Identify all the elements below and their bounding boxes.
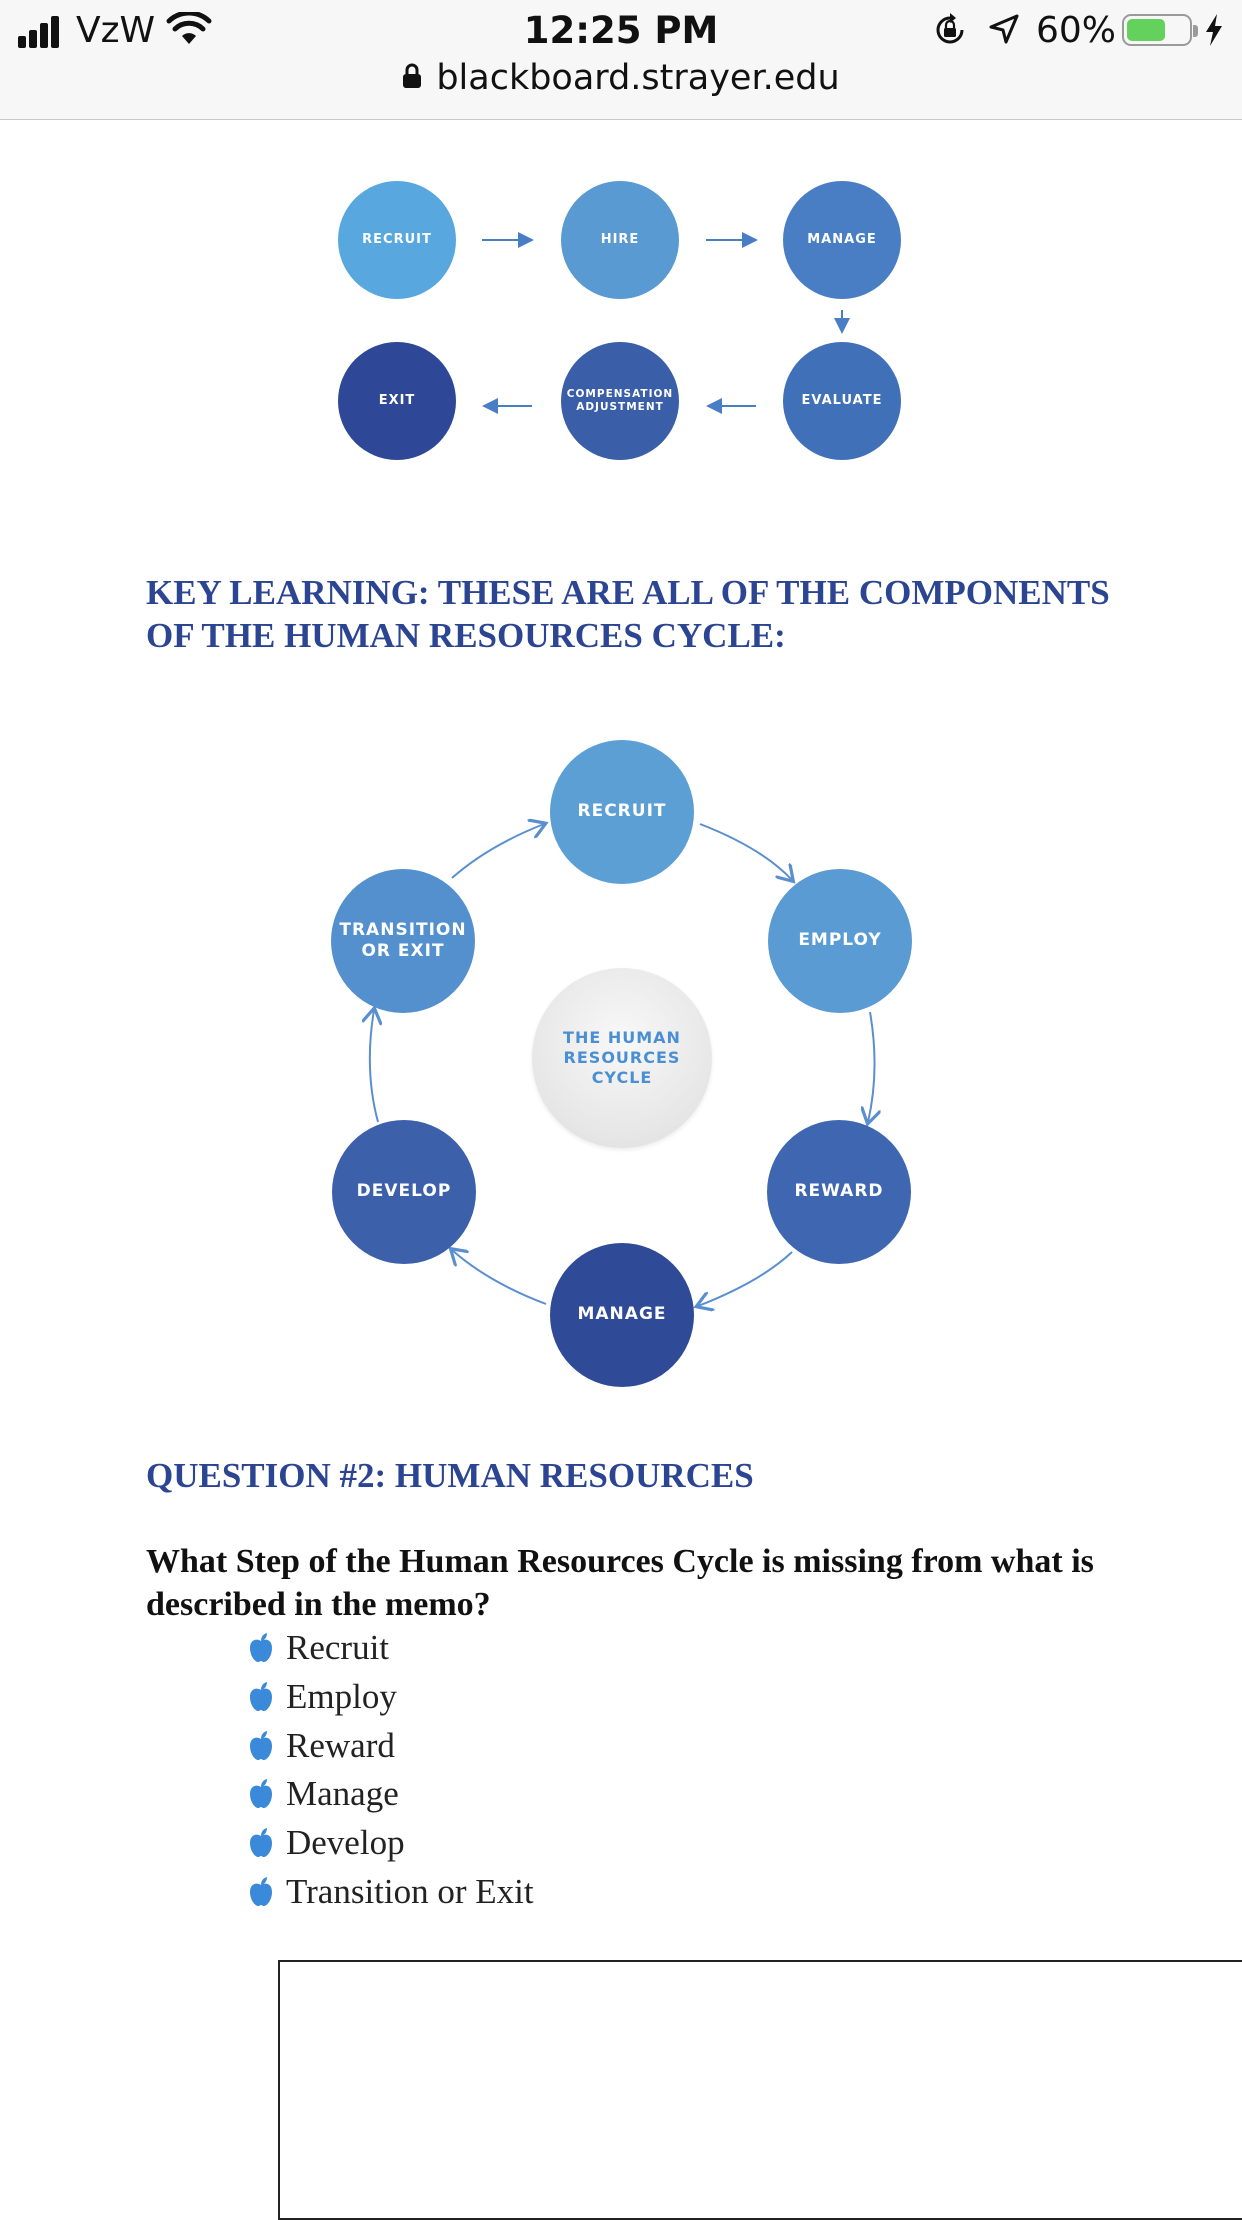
node-compensation-adjustment: COMPENSATION ADJUSTMENT (561, 342, 679, 460)
lock-icon (403, 63, 422, 88)
apple-bullet-icon (248, 1779, 286, 1809)
option-label: Develop (286, 1823, 405, 1863)
node-exit: EXIT (338, 342, 456, 460)
option-label: Transition or Exit (286, 1871, 534, 1911)
node-hire: HIRE (561, 181, 679, 299)
carrier-label: VzW (76, 10, 156, 51)
charging-bolt-icon (1206, 14, 1222, 46)
option-label: Manage (286, 1774, 399, 1814)
option-label: Employ (286, 1677, 397, 1717)
option-recruit[interactable]: Recruit (248, 1624, 534, 1673)
cycle-node-develop: DEVELOP (332, 1120, 476, 1264)
question-heading: QUESTION #2: HUMAN RESOURCES (146, 1456, 754, 1495)
cycle-node-manage: MANAGE (550, 1243, 694, 1387)
option-employ[interactable]: Employ (248, 1673, 534, 1722)
rotation-lock-icon (936, 13, 964, 44)
location-icon (989, 14, 1019, 44)
option-transition-or-exit[interactable]: Transition or Exit (248, 1867, 534, 1916)
battery-icon (1122, 14, 1198, 46)
question-text: What Step of the Human Resources Cycle i… (146, 1543, 1094, 1623)
apple-bullet-icon (248, 1633, 286, 1663)
arrow-develop-transition (370, 1010, 378, 1123)
apple-bullet-icon (248, 1828, 286, 1858)
cycle-node-transition-or-exit: TRANSITION OR EXIT (331, 869, 475, 1013)
option-label: Recruit (286, 1628, 390, 1668)
option-develop[interactable]: Develop (248, 1819, 534, 1868)
url-text: blackboard.strayer.edu (436, 58, 840, 98)
option-reward[interactable]: Reward (248, 1721, 534, 1770)
clock: 12:25 PM (523, 9, 719, 52)
signal-icon (18, 14, 70, 48)
key-learning-heading: KEY LEARNING: THESE ARE ALL OF THE COMPO… (146, 573, 1110, 655)
apple-bullet-icon (248, 1876, 286, 1907)
address-bar[interactable]: blackboard.strayer.edu (0, 58, 1242, 98)
option-manage[interactable]: Manage (248, 1770, 534, 1819)
option-label: Reward (286, 1725, 395, 1765)
cycle-node-employ: EMPLOY (768, 869, 912, 1013)
cycle-node-reward: REWARD (767, 1120, 911, 1264)
hr-cycle-diagram: THE HUMAN RESOURCES CYCLE RECRUIT EMPLOY… (0, 720, 1242, 1400)
hr-process-diagram: RECRUIT HIRE MANAGE EVALUATE COMPENSATIO… (0, 120, 1242, 480)
process-arrows (482, 232, 850, 414)
arrow-transition-recruit (451, 824, 544, 879)
node-evaluate: EVALUATE (783, 342, 901, 460)
arrow-employ-reward (868, 1011, 875, 1122)
cycle-center: THE HUMAN RESOURCES CYCLE (532, 968, 712, 1148)
answer-options: Recruit Employ Reward Manage Develop Tra… (248, 1624, 534, 1916)
cycle-node-recruit: RECRUIT (550, 740, 694, 884)
arrow-manage-develop (452, 1250, 547, 1305)
arrow-reward-manage (698, 1251, 793, 1306)
cycle-arrows (0, 720, 1242, 1400)
battery-percent: 60% (1036, 10, 1117, 51)
wifi-icon (166, 12, 212, 44)
arrow-recruit-employ (699, 823, 792, 880)
apple-bullet-icon (248, 1682, 286, 1712)
node-manage: MANAGE (783, 181, 901, 299)
status-bar: VzW 12:25 PM 60% blackboard.strayer.edu (0, 0, 1242, 120)
answer-input-box[interactable] (278, 1960, 1242, 2220)
apple-bullet-icon (248, 1730, 286, 1761)
node-recruit: RECRUIT (338, 181, 456, 299)
